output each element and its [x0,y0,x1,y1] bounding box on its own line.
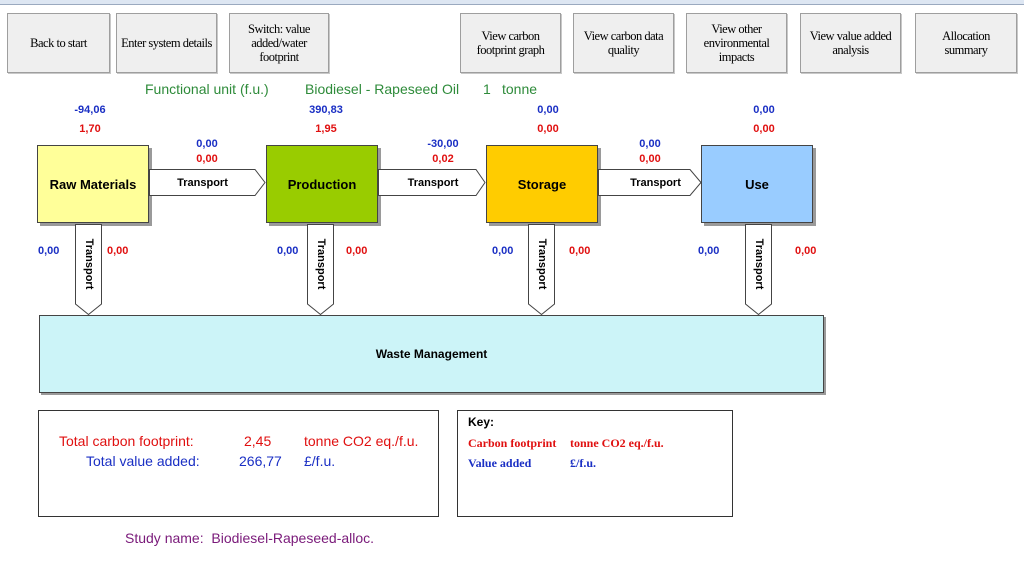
transport-2-carbon: 0,02 [432,153,454,165]
transport-arrow-1-label: Transport [177,176,228,189]
view-carbon-graph-label: View carbon footprint graph [476,29,545,57]
back-to-start-label: Back to start [30,36,87,50]
right-arrow-shape [598,169,702,196]
waste-transport-label: Transport [83,238,95,290]
down-arrow-shape [75,224,102,315]
use-carbon: 0,00 [753,123,775,135]
transport-arrow-3-label: Transport [630,176,681,189]
study-name: Study name: Biodiesel-Rapeseed-alloc. [125,530,374,546]
raw-materials-value-added: -94,06 [74,104,106,116]
window-top-strip [0,0,1024,4]
waste-transport-label: Transport [753,238,765,290]
switch-footprint-button[interactable]: Switch: value added/water footprint [229,13,329,73]
stage-raw-materials-label: Raw Materials [49,176,137,192]
storage-waste-carbon: 0,00 [569,245,591,257]
allocation-summary-label: Allocation summary [942,29,990,57]
down-arrow-shape [745,224,772,315]
transport-arrow-2-label: Transport [407,176,459,189]
total-value-added-label: Total value added: [86,453,200,469]
study-name-label: Study name: [125,530,204,546]
stage-production-label: Production [287,176,357,192]
transport-1-value-added: 0,00 [196,138,218,150]
transport-1-carbon: 0,00 [196,153,218,165]
enter-system-details-label: Enter system details [121,36,212,50]
down-arrow-shape [307,224,334,315]
stage-use[interactable]: Use [701,145,813,223]
raw-materials-waste-carbon: 0,00 [107,245,129,257]
total-value-added-value: 266,77 [239,453,282,469]
study-name-value: Biodiesel-Rapeseed-alloc. [211,530,375,546]
stage-storage[interactable]: Storage [486,145,598,223]
raw-materials-carbon: 1,70 [79,123,101,135]
view-data-quality-button[interactable]: View carbon data quality [573,13,674,73]
waste-management-box[interactable]: Waste Management [39,315,824,393]
storage-value-added: 0,00 [537,104,559,116]
total-value-added-unit: £/f.u. [304,453,336,469]
stage-production[interactable]: Production [266,145,378,223]
key-carbon-unit: tonne CO2 eq./f.u. [570,436,664,450]
transport-3-value-added: 0,00 [639,138,661,150]
stage-use-label: Use [745,176,769,192]
totals-box: Total carbon footprint: 2,45 tonne CO2 e… [38,410,439,517]
key-box: Key: Carbon footprint tonne CO2 eq./f.u.… [457,410,733,517]
key-title: Key: [468,415,495,429]
functional-unit-unit: tonne [502,81,538,97]
back-to-start-button[interactable]: Back to start [7,13,110,73]
right-arrow-shape [378,169,486,196]
switch-footprint-label: Switch: value added/water footprint [248,22,310,64]
transport-2-value-added: -30,00 [427,138,459,150]
enter-system-details-button[interactable]: Enter system details [116,13,217,73]
production-waste-carbon: 0,00 [346,245,368,257]
production-value-added: 390,83 [309,104,343,116]
waste-transport-label: Transport [315,238,327,290]
waste-transport-arrow-use[interactable]: Transport [745,224,772,315]
transport-arrow-1[interactable]: Transport [149,169,266,196]
raw-materials-waste-value-added: 0,00 [38,245,60,257]
window-top-rule [0,4,1024,5]
view-environmental-impacts-button[interactable]: View other environmental impacts [686,13,787,73]
view-carbon-graph-button[interactable]: View carbon footprint graph [460,13,561,73]
production-waste-value-added: 0,00 [277,245,299,257]
waste-management-label: Waste Management [375,347,488,361]
view-environmental-impacts-label: View other environmental impacts [703,22,770,64]
down-arrow-shape [528,224,555,315]
use-waste-carbon: 0,00 [795,245,817,257]
production-carbon: 1,95 [315,123,337,135]
use-value-added: 0,00 [753,104,775,116]
functional-unit-product: Biodiesel - Rapeseed Oil [305,81,460,97]
allocation-summary-button[interactable]: Allocation summary [915,13,1017,73]
right-arrow-shape [149,169,266,196]
transport-arrow-3[interactable]: Transport [598,169,715,196]
transport-arrow-2[interactable]: Transport [378,169,495,196]
key-value-unit: £/f.u. [570,456,597,470]
key-value-label: Value added [468,456,532,470]
stage-raw-materials[interactable]: Raw Materials [37,145,149,223]
waste-transport-label: Transport [536,238,548,290]
transport-3-carbon: 0,00 [639,153,661,165]
total-carbon-value: 2,45 [244,433,272,449]
view-data-quality-label: View carbon data quality [583,29,664,57]
waste-transport-arrow-storage[interactable]: Transport [528,224,555,315]
use-waste-value-added: 0,00 [698,245,720,257]
stage-storage-label: Storage [517,176,567,192]
total-carbon-label: Total carbon footprint: [59,433,194,449]
key-carbon-label: Carbon footprint [468,436,557,450]
storage-carbon: 0,00 [537,123,559,135]
view-value-added-label: View value added analysis [809,29,892,57]
functional-unit-quantity: 1 [483,81,491,97]
storage-waste-value-added: 0,00 [492,245,514,257]
waste-transport-arrow-production[interactable]: Transport [307,224,334,315]
total-carbon-unit: tonne CO2 eq./f.u. [304,433,419,449]
waste-transport-arrow-raw-materials[interactable]: Transport [75,224,102,315]
view-value-added-button[interactable]: View value added analysis [800,13,901,73]
functional-unit-label: Functional unit (f.u.) [145,81,269,97]
